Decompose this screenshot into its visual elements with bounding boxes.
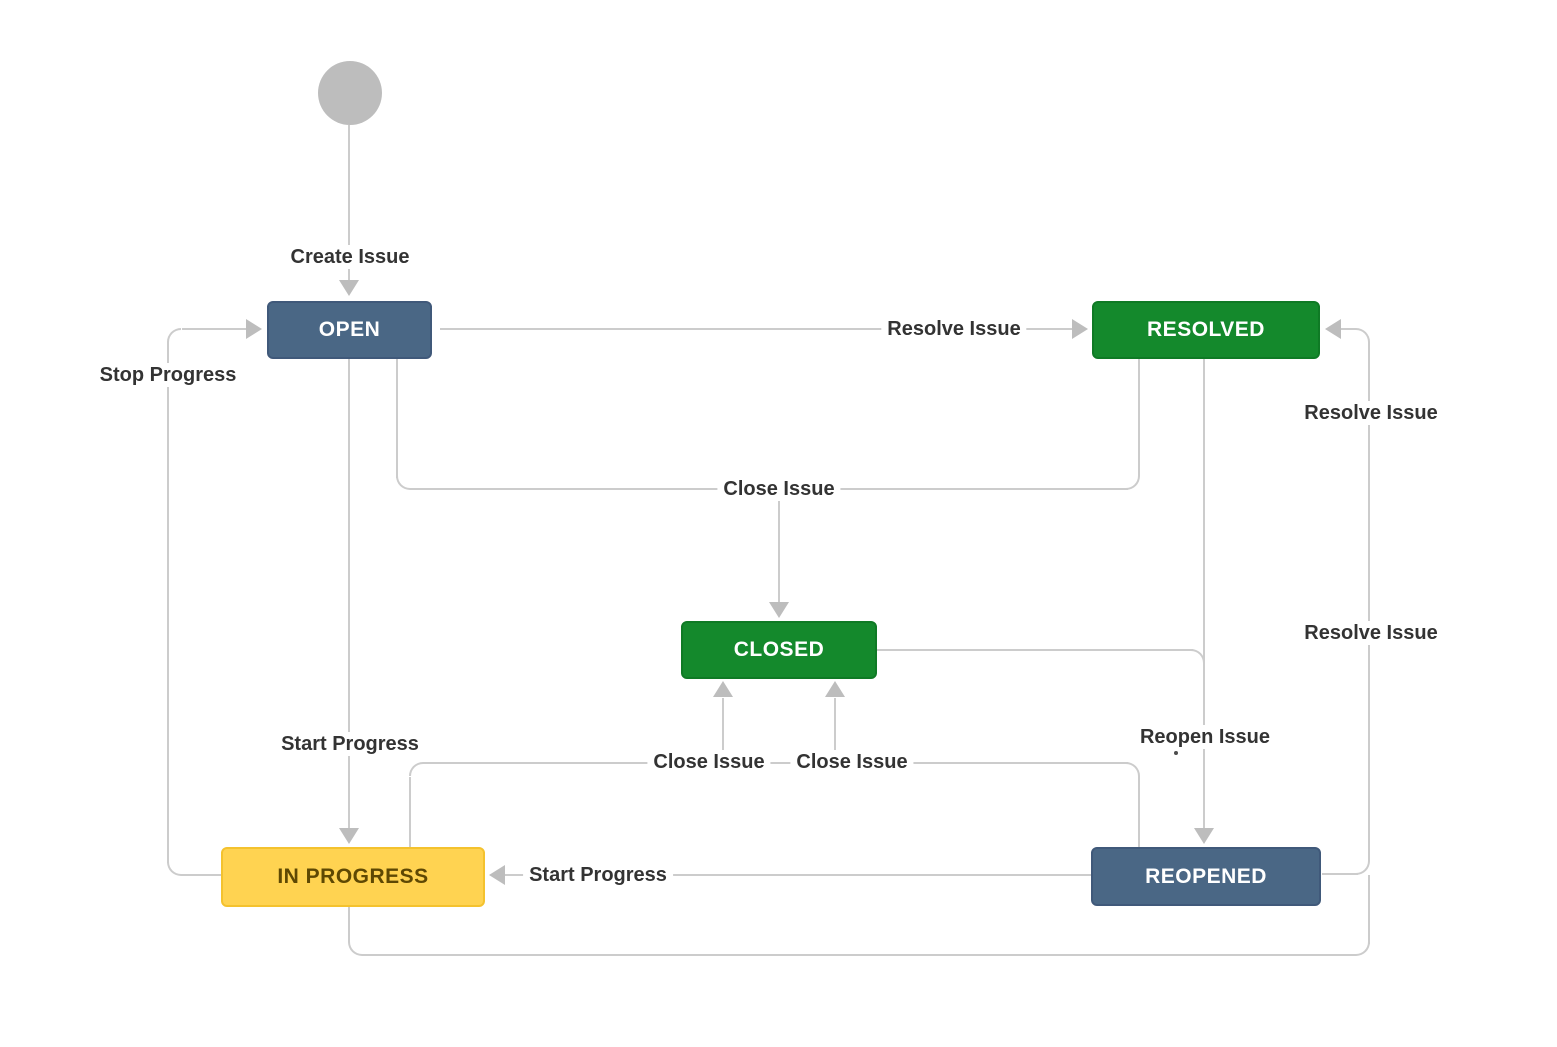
edge-resolve-issue-corner [1356, 942, 1370, 956]
arrowhead-close-issue-up-icon [825, 681, 845, 697]
edge-resolve-issue-open-line [440, 328, 1074, 330]
transition-label-resolve-issue-in-progress: Resolve Issue [1298, 621, 1444, 645]
status-label-in-progress: IN PROGRESS [277, 865, 429, 888]
edge-close-issue-arrow-shaft [722, 698, 724, 762]
edge-create-issue-line [348, 125, 350, 282]
status-node-reopened[interactable]: REOPENED [1091, 847, 1321, 906]
status-label-reopened: REOPENED [1145, 864, 1267, 888]
edge-start-progress-reopened-line [505, 874, 1091, 876]
arrowhead-stop-progress-right-icon [246, 319, 262, 339]
edge-close-issue-arrow-shaft [834, 698, 836, 762]
edge-resolve-issue-vertical [1368, 342, 1370, 861]
edge-reopen-issue-line [1203, 359, 1205, 830]
transition-label-start-progress-open: Start Progress [275, 732, 425, 756]
transition-label-resolve-issue-open: Resolve Issue [881, 317, 1027, 341]
start-node[interactable] [318, 61, 382, 125]
edge-resolve-issue-corner [1356, 861, 1370, 875]
edge-close-issue-corner [409, 762, 423, 776]
edge-stop-progress-corner [167, 328, 181, 342]
edge-stop-progress-corner [167, 862, 181, 876]
edge-resolve-issue-corner [1356, 328, 1370, 342]
transition-label-resolve-issue-reopened: Resolve Issue [1298, 401, 1444, 425]
status-node-in-progress[interactable]: IN PROGRESS [221, 847, 485, 907]
transition-label-start-progress-reopened: Start Progress [523, 863, 673, 887]
status-label-open: OPEN [318, 318, 381, 341]
transition-label-stop-progress: Stop Progress [93, 363, 243, 387]
arrowhead-reopen-issue-down-icon [1194, 828, 1214, 844]
edge-close-issue-corner [396, 476, 410, 490]
status-label-resolved: RESOLVED [1147, 318, 1265, 341]
edge-close-issue-corner [1126, 476, 1140, 490]
edge-resolve-issue-segment [1341, 328, 1356, 330]
edge-stop-progress-segment [182, 328, 248, 330]
edge-close-issue-lower-horizontal [423, 762, 1128, 764]
edge-resolve-issue-vertical-lower [1368, 875, 1370, 944]
edge-resolve-issue-reopened-segment [1322, 873, 1358, 875]
arrowhead-resolve-issue-left-icon [1325, 319, 1341, 339]
transition-label-close-issue-merged: Close Issue [717, 477, 841, 501]
edge-close-issue-resolved-drop [1138, 359, 1140, 476]
transition-label-create-issue: Create Issue [284, 245, 416, 269]
edge-close-issue-reopened-drop [1138, 776, 1140, 847]
edge-close-issue-corner [1126, 762, 1140, 776]
status-node-resolved[interactable]: RESOLVED [1092, 301, 1320, 359]
arrowhead-close-issue-down-icon [769, 602, 789, 618]
status-node-closed[interactable]: CLOSED [681, 621, 877, 679]
arrowhead-create-issue-down-icon [339, 280, 359, 296]
edge-resolve-issue-corner [348, 942, 362, 956]
edge-resolve-issue-bottom-horizontal [362, 954, 1356, 956]
artifact-dot [1174, 751, 1178, 755]
arrowhead-close-issue-up-icon [713, 681, 733, 697]
arrowhead-resolve-issue-right-icon [1072, 319, 1088, 339]
edge-close-issue-open-drop [396, 359, 398, 478]
edge-close-issue-inprogress-rise [409, 777, 411, 847]
edge-stop-progress-segment [181, 874, 221, 876]
edge-stop-progress-line [167, 342, 169, 863]
transition-label-close-issue-reopened: Close Issue [790, 750, 914, 774]
transition-label-close-issue-in-progress: Close Issue [647, 750, 771, 774]
arrowhead-start-progress-down-icon [339, 828, 359, 844]
edge-reopen-issue-closed-horizontal [877, 649, 1193, 651]
status-label-closed: CLOSED [733, 638, 825, 661]
arrowhead-start-progress-left-icon [489, 865, 505, 885]
edge-start-progress-open-line [348, 359, 350, 830]
edge-close-issue-drop-to-closed [778, 490, 780, 604]
transition-label-reopen-issue: Reopen Issue [1133, 725, 1277, 749]
status-node-open[interactable]: OPEN [267, 301, 432, 359]
edge-resolve-issue-inprogress-drop [348, 907, 350, 942]
